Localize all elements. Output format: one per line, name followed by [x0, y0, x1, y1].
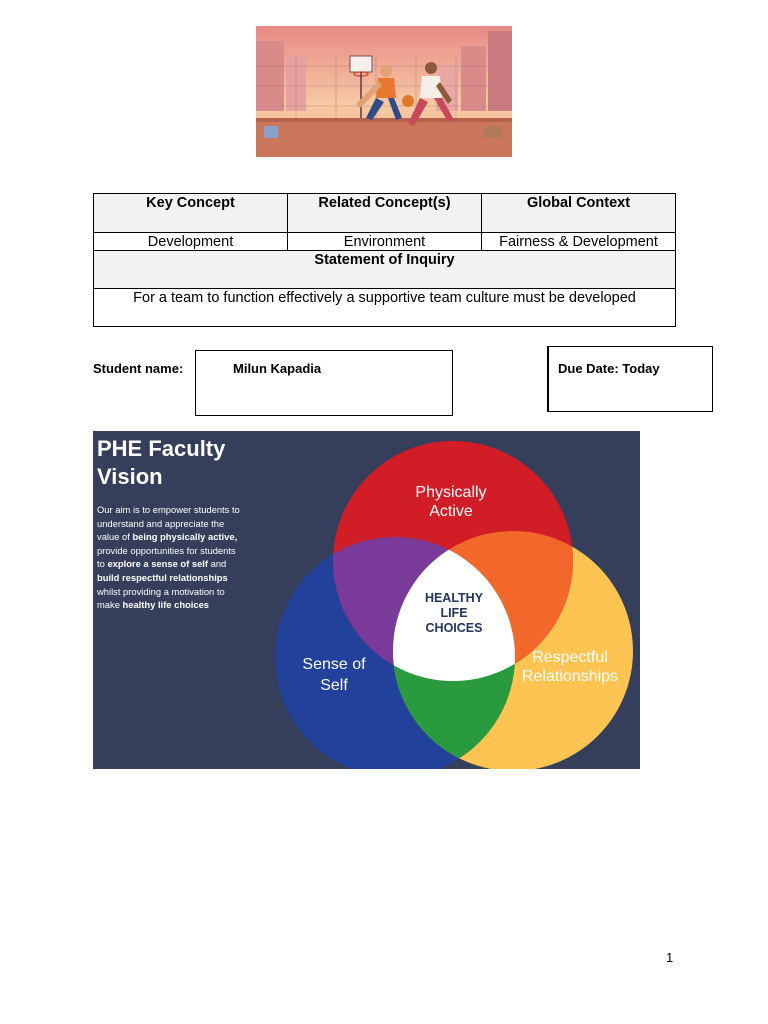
value-related-concepts: Environment: [287, 232, 482, 251]
poster-title-line2: Vision: [97, 464, 163, 489]
poster-title-line1: PHE Faculty: [97, 436, 226, 461]
header-related-concepts: Related Concept(s): [287, 193, 482, 233]
highlight-respectful-relationships: build respectful relationships: [97, 571, 228, 583]
header-global-context: Global Context: [481, 193, 676, 233]
center-overlap-white: [393, 537, 515, 681]
venn-diagram: Physically Active Sense of Self Respectf…: [275, 441, 633, 769]
statement-of-inquiry-title: Statement of Inquiry: [93, 250, 676, 289]
poster-body-line: value of being physically active,: [97, 531, 238, 543]
student-name-label: Student name:: [93, 361, 184, 376]
table-values-row: Development Environment Fairness & Devel…: [93, 232, 676, 251]
label-physically-active-1: Physically: [415, 484, 486, 501]
concept-table: Key Concept Related Concept(s) Global Co…: [93, 193, 676, 327]
poster-body-line: whilst providing a motivation to: [97, 585, 225, 597]
poster-title: PHE Faculty Vision: [97, 435, 225, 491]
label-respectful-relationships-2: Relationships: [522, 668, 618, 685]
statement-of-inquiry-text: For a team to function effectively a sup…: [93, 288, 676, 327]
poster-body-line: to explore a sense of self and: [97, 558, 227, 570]
highlight-physically-active: being physically active,: [132, 531, 238, 543]
student-name-value: Milun Kapadia: [233, 361, 322, 376]
poster-body-text: Our aim is to empower students to unders…: [97, 503, 279, 612]
highlight-sense-of-self: explore a sense of self: [107, 558, 209, 570]
value-global-context: Fairness & Development: [481, 232, 676, 251]
poster-body-line: make healthy life choices: [97, 599, 210, 611]
due-date-label: Due Date: Today: [558, 361, 660, 376]
statement-text-row: For a team to function effectively a sup…: [93, 288, 676, 327]
poster-body-line: Our aim is to empower students to: [97, 504, 240, 515]
label-sense-of-self-2: Self: [320, 677, 348, 694]
label-respectful-relationships-1: Respectful: [532, 649, 608, 666]
student-name-box: Milun Kapadia: [195, 350, 453, 416]
poster-body-line: provide opportunities for students: [97, 544, 236, 556]
table-header-row: Key Concept Related Concept(s) Global Co…: [93, 193, 676, 233]
basketball-players-illustration: [256, 26, 512, 157]
label-life: LIFE: [440, 606, 467, 620]
label-sense-of-self-1: Sense of: [302, 656, 366, 673]
header-illustration: [256, 26, 512, 157]
label-choices: CHOICES: [426, 621, 483, 635]
label-healthy: HEALTHY: [425, 591, 484, 605]
value-key-concept: Development: [93, 232, 288, 251]
poster-body-line: understand and appreciate the: [97, 517, 225, 529]
phe-vision-poster: PHE Faculty Vision Our aim is to empower…: [93, 431, 640, 769]
page-number: 1: [666, 950, 674, 965]
due-date-box: Due Date: Today: [547, 346, 713, 412]
label-physically-active-2: Active: [429, 503, 473, 520]
highlight-healthy-life-choices: healthy life choices: [122, 599, 210, 611]
header-key-concept: Key Concept: [93, 193, 288, 233]
poster-body-line: build respectful relationships: [97, 571, 279, 585]
statement-title-row: Statement of Inquiry: [93, 250, 676, 289]
